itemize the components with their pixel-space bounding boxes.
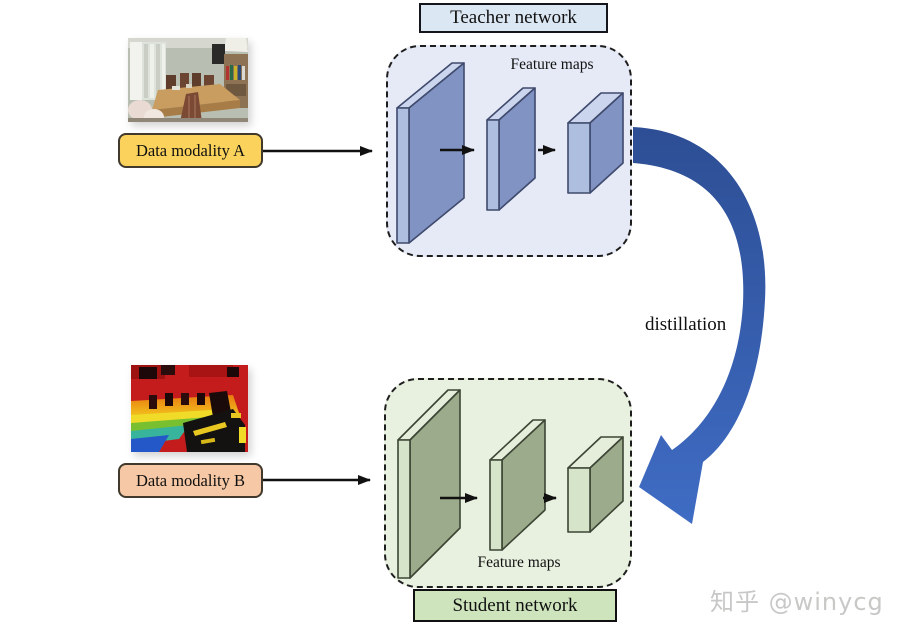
rgb-image	[128, 38, 248, 122]
data-modality-a-label: Data modality A	[135, 140, 246, 160]
teacher-network-title-box: Teacher network	[419, 3, 608, 33]
watermark: 知乎 @winycg	[710, 588, 884, 616]
data-modality-a-box: Data modality A	[118, 133, 263, 168]
teacher-feature-maps-label: Feature maps	[510, 56, 594, 73]
data-modality-b-label: Data modality B	[135, 470, 246, 490]
data-modality-b-box: Data modality B	[118, 463, 263, 498]
student-feature-maps-label: Feature maps	[477, 554, 561, 571]
depth-image	[131, 365, 248, 452]
teacher-network-panel	[386, 45, 632, 257]
student-network-title: Student network	[452, 594, 578, 616]
teacher-network-title: Teacher network	[450, 7, 577, 28]
student-network-title-box: Student network	[413, 589, 617, 622]
distillation-label: distillation	[645, 314, 727, 335]
